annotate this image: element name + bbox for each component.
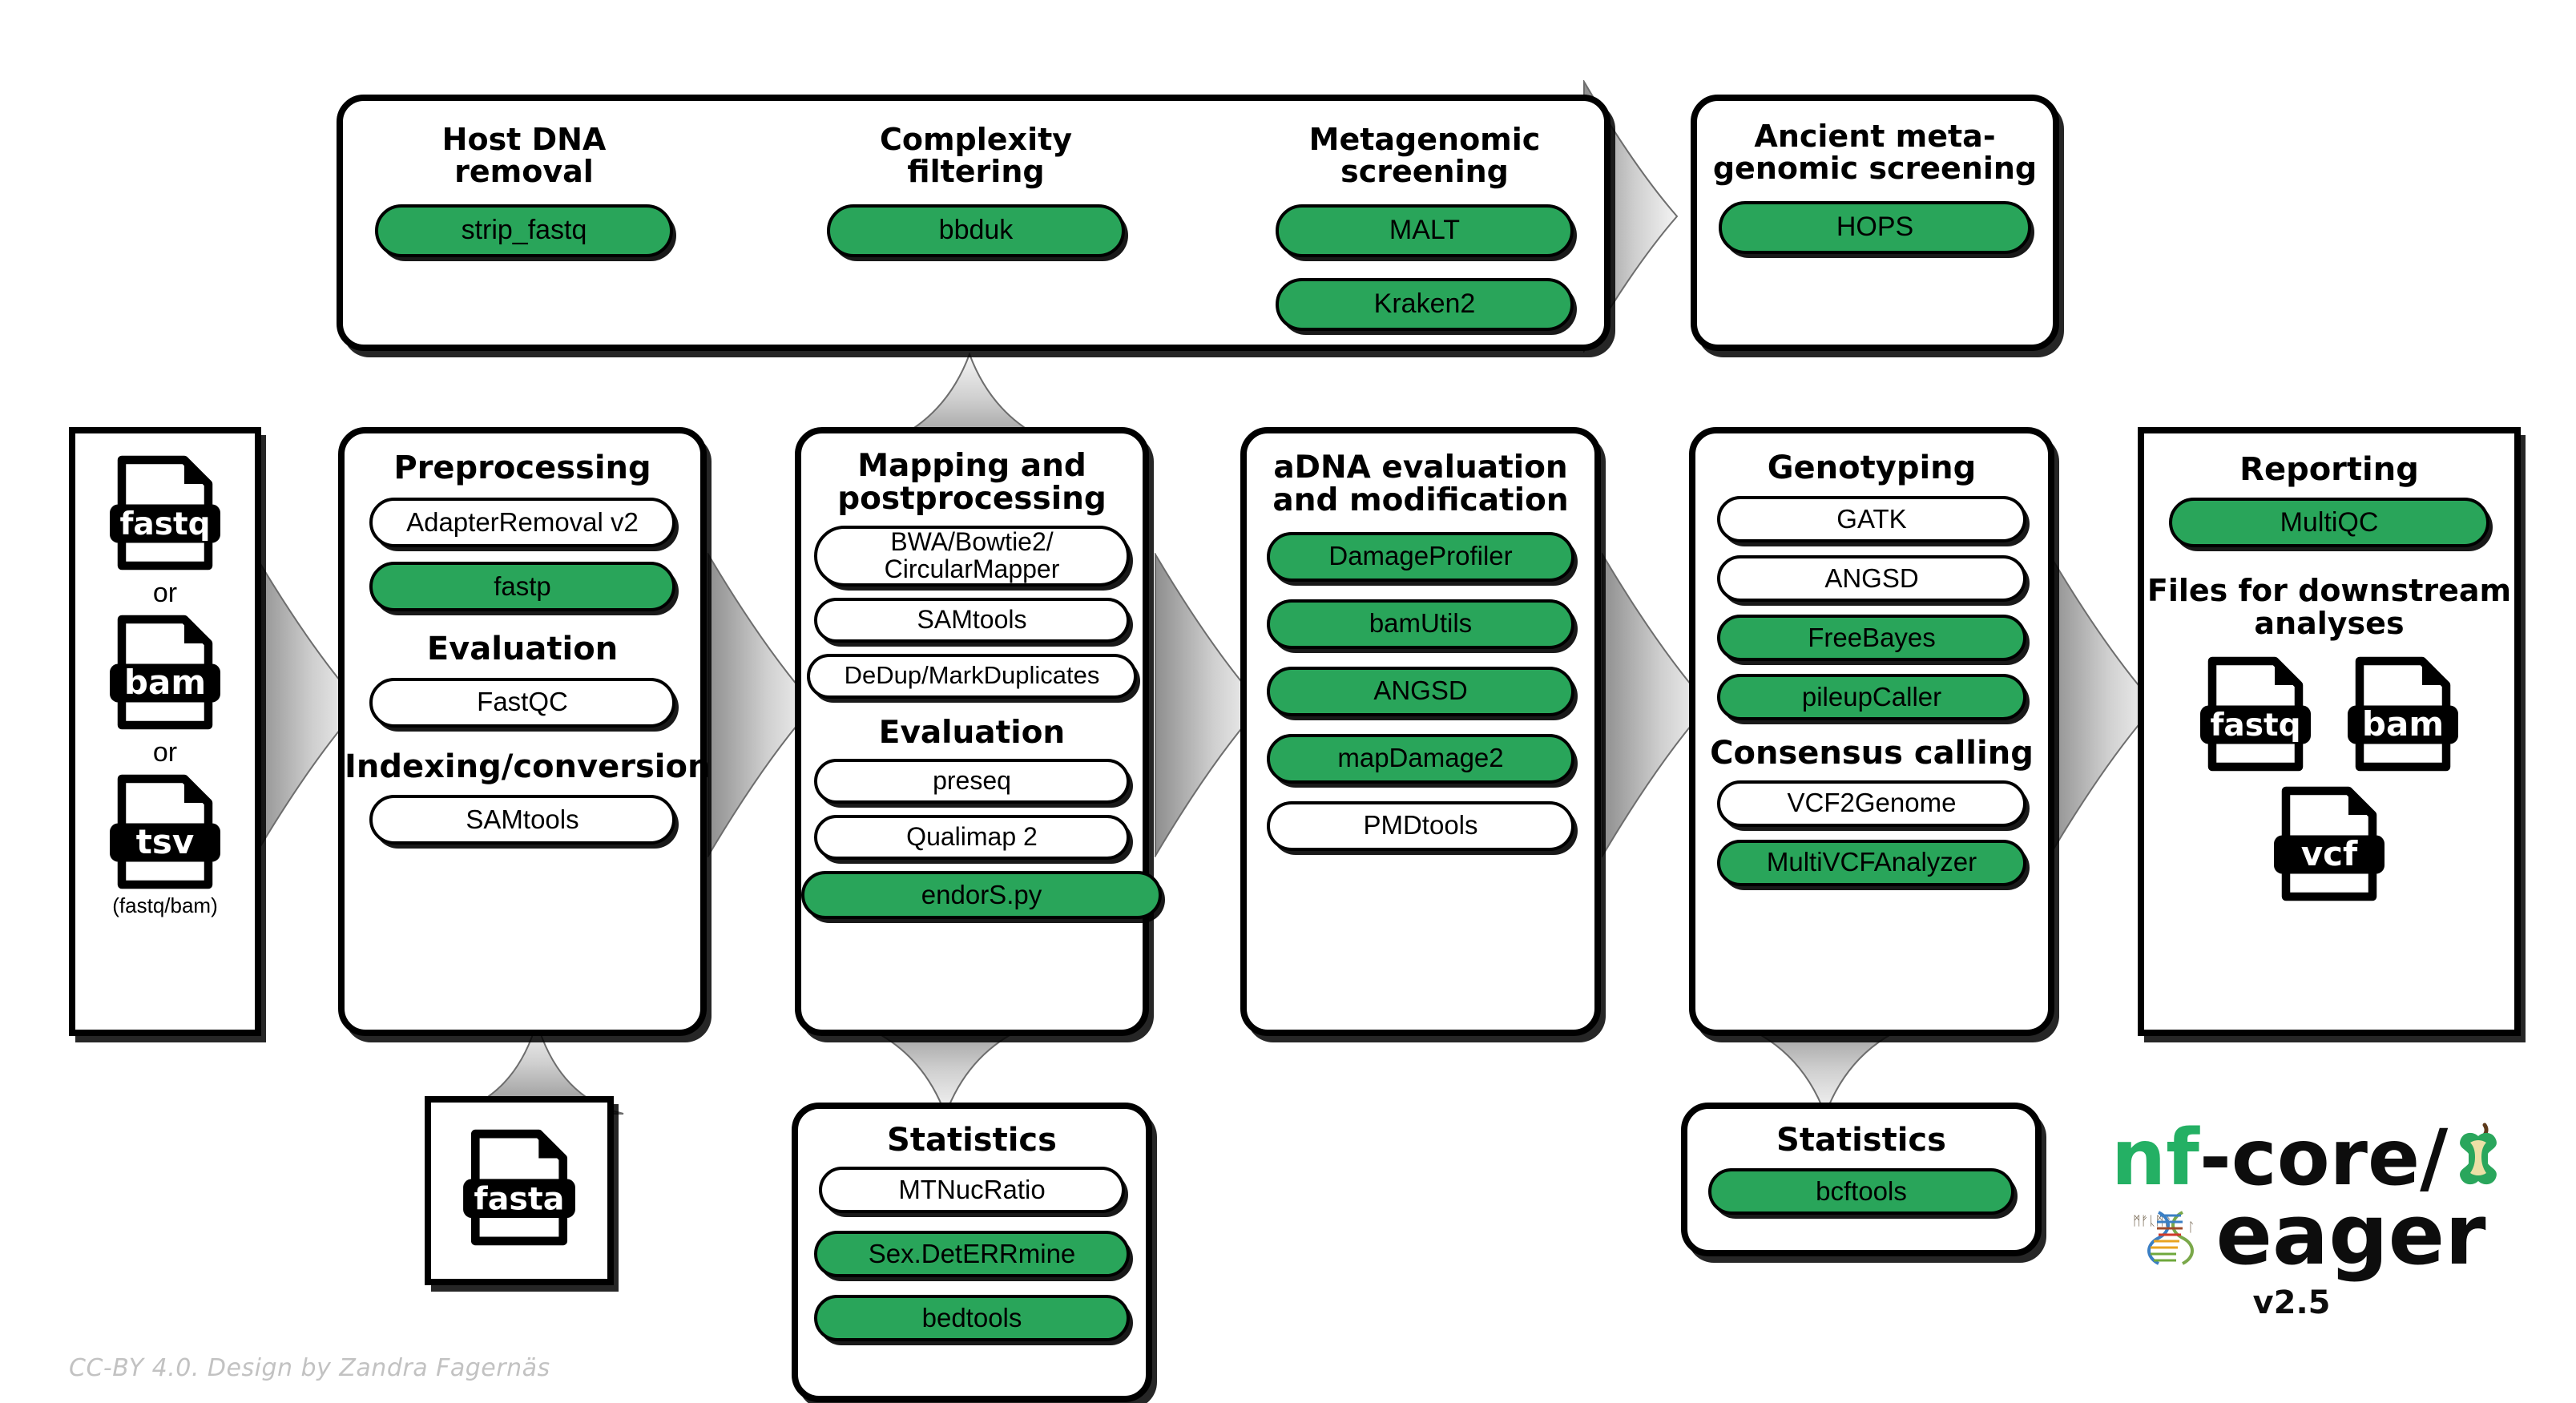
tool-pill[interactable]: MTNucRatio: [819, 1167, 1125, 1214]
reporting-box: Reporting MultiQC Files for downstream a…: [2138, 427, 2521, 1036]
adna-title: aDNA evaluation and modification: [1272, 450, 1569, 519]
file-bam-icon: bam: [2343, 654, 2463, 774]
svg-text:ᛗᚠᚳᛗᚱ: ᛗᚠᚳᛗᚱ: [2133, 1213, 2171, 1228]
screening-col-title: Complexity filtering: [879, 122, 1073, 190]
tool-pill[interactable]: ANGSD: [1267, 666, 1574, 716]
tool-pill[interactable]: bedtools: [814, 1295, 1130, 1342]
tool-pill[interactable]: BWA/Bowtie2/ CircularMapper: [814, 525, 1130, 587]
or-label-1: or: [152, 578, 178, 608]
logo-eager-text: eager: [2215, 1186, 2486, 1284]
mapping-title: Mapping and postprocessing: [837, 448, 1107, 518]
group-heading: Indexing/conversion: [345, 748, 711, 785]
genotyping-box: Genotyping GATK ANGSD FreeBayes pileupCa…: [1689, 427, 2054, 1036]
file-vcf-icon: vcf: [2269, 784, 2389, 904]
tool-pill[interactable]: strip_fastq: [375, 204, 673, 257]
file-fastq-icon: fastq: [2195, 654, 2316, 774]
tool-pill[interactable]: pileupCaller: [1717, 674, 2026, 721]
file-fasta-icon: fasta: [458, 1127, 580, 1248]
tool-pill[interactable]: bbduk: [827, 204, 1125, 257]
tool-pill[interactable]: MultiVCFAnalyzer: [1717, 839, 2026, 886]
reporting-title: Reporting: [2239, 451, 2419, 488]
apple-core-icon: [2453, 1122, 2504, 1194]
nf-core-eager-logo: nf -core/ ᛗᚠᚳᛗᚱ ᛚ: [2107, 1118, 2508, 1358]
tool-pill[interactable]: mapDamage2: [1267, 733, 1574, 784]
downstream-heading: Files for downstream analyses: [2147, 573, 2512, 641]
file-label: fastq: [119, 506, 210, 542]
file-label: tsv: [136, 822, 194, 861]
tool-pill[interactable]: ANGSD: [1717, 555, 2026, 603]
or-label-2: or: [152, 737, 178, 768]
svg-text:bam: bam: [2362, 704, 2444, 744]
screening-box: Host DNA removal strip_fastq Complexity …: [337, 95, 1611, 351]
tool-pill[interactable]: DeDup/MarkDuplicates: [807, 653, 1137, 699]
mapping-box: Mapping and postprocessing BWA/Bowtie2/ …: [795, 427, 1162, 1036]
input-box: fastq or bam or tsv (fastq/bam): [69, 427, 261, 1036]
tool-pill[interactable]: HOPS: [1719, 200, 2031, 254]
credit-text: CC-BY 4.0. Design by Zandra Fagernäs: [69, 1354, 550, 1382]
screening-col-title: Host DNA removal: [441, 122, 607, 190]
tool-pill[interactable]: SAMtools: [369, 795, 675, 845]
group-heading: Evaluation: [426, 631, 619, 668]
screening-col-host-dna: Host DNA removal strip_fastq: [372, 123, 676, 257]
svg-text:vcf: vcf: [2301, 834, 2358, 873]
screening-col-title: Metagenomic screening: [1308, 122, 1541, 190]
logo-nf-text: nf: [2110, 1113, 2199, 1203]
downstream-files-row: fastq bam: [2144, 654, 2514, 774]
screening-col-metagenomic: Metagenomic screening MALT Kraken2: [1272, 123, 1577, 331]
fasta-box: fasta: [425, 1096, 614, 1285]
tool-pill[interactable]: PMDtools: [1267, 800, 1574, 851]
file-label: bam: [124, 663, 206, 702]
tool-pill[interactable]: bamUtils: [1267, 599, 1574, 649]
tool-pill[interactable]: Kraken2: [1276, 277, 1574, 331]
logo-core-text: -core/: [2199, 1113, 2449, 1203]
adna-box: aDNA evaluation and modification DamageP…: [1240, 427, 1601, 1036]
tool-pill[interactable]: FreeBayes: [1717, 615, 2026, 662]
input-note: (fastq/bam): [112, 893, 218, 917]
file-tsv-icon: tsv: [105, 772, 225, 892]
svg-text:fastq: fastq: [2210, 708, 2300, 744]
tool-pill[interactable]: FastQC: [369, 677, 675, 728]
tool-pill[interactable]: Sex.DetERRmine: [814, 1231, 1130, 1278]
group-heading: Consensus calling: [1710, 735, 2034, 772]
tool-pill[interactable]: GATK: [1717, 496, 2026, 543]
tool-pill[interactable]: fastp: [369, 562, 675, 612]
preprocessing-box: Preprocessing AdapterRemoval v2 fastp Ev…: [338, 427, 711, 1036]
group-heading: Evaluation: [878, 714, 1066, 751]
tool-pill[interactable]: bcftools: [1708, 1168, 2014, 1216]
statistics-title: Statistics: [1776, 1122, 1946, 1159]
tool-pill[interactable]: MultiQC: [2169, 498, 2489, 548]
tool-pill[interactable]: preseq: [814, 758, 1130, 804]
ancient-box-title: Ancient meta- genomic screening: [1712, 119, 2038, 187]
tool-pill[interactable]: AdapterRemoval v2: [369, 498, 675, 548]
file-bam-icon: bam: [105, 612, 225, 732]
ancient-box: Ancient meta- genomic screening HOPS: [1691, 95, 2059, 351]
statistics-genotyping-box: Statistics bcftools: [1681, 1103, 2042, 1256]
preprocessing-title: Preprocessing: [393, 450, 651, 486]
statistics-title: Statistics: [887, 1122, 1057, 1159]
tool-pill[interactable]: VCF2Genome: [1717, 780, 2026, 827]
svg-text:fasta: fasta: [474, 1180, 565, 1217]
genotyping-title: Genotyping: [1767, 450, 1977, 486]
statistics-mapping-box: Statistics MTNucRatio Sex.DetERRmine bed…: [792, 1103, 1152, 1402]
screening-col-complexity: Complexity filtering bbduk: [824, 123, 1128, 257]
tool-pill[interactable]: Qualimap 2: [814, 814, 1130, 860]
tool-pill[interactable]: MALT: [1276, 204, 1574, 257]
svg-text:ᛚ: ᛚ: [2187, 1220, 2195, 1235]
tool-pill[interactable]: endorS.py: [801, 870, 1162, 919]
tool-pill[interactable]: SAMtools: [814, 597, 1130, 643]
file-fastq-icon: fastq: [105, 453, 225, 573]
logo-version: v2.5: [2252, 1284, 2331, 1321]
dna-helix-icon: ᛗᚠᚳᛗᚱ ᛚ: [2130, 1196, 2213, 1273]
downstream-files-row-2: vcf: [2144, 784, 2514, 904]
tool-pill[interactable]: DamageProfiler: [1267, 531, 1574, 582]
